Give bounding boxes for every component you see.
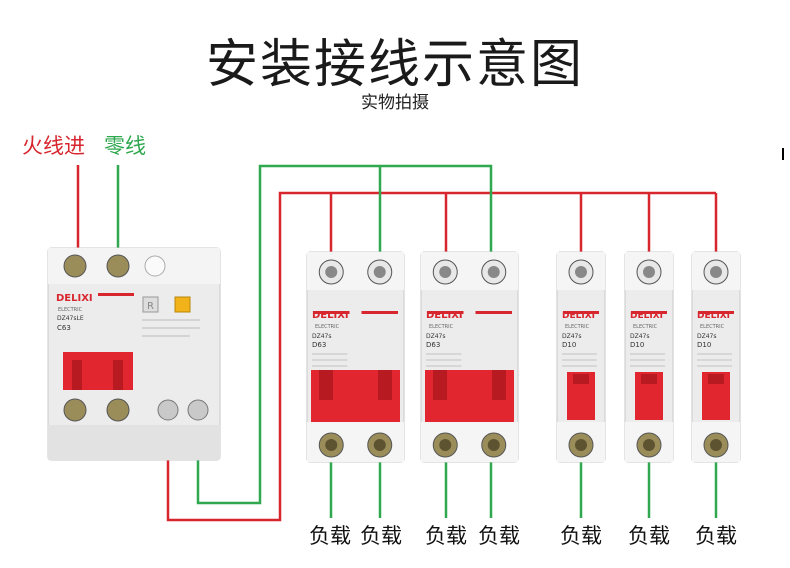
- load-label-6: 负载: [628, 524, 670, 548]
- breaker-brand: DELIXI: [312, 310, 349, 321]
- screw-icon: [106, 254, 130, 278]
- load-label-1: 负载: [309, 524, 351, 548]
- load-label-4: 负载: [478, 524, 520, 548]
- breaker-rating: D10: [562, 341, 576, 349]
- breaker-electric: ELECTRIC: [565, 324, 590, 330]
- screw-icon: [106, 398, 130, 422]
- breaker-electric: ELECTRIC: [700, 324, 725, 330]
- live-bus-wire: [166, 191, 716, 522]
- neutral-wires: [116, 164, 493, 505]
- edge-mark: [782, 148, 784, 160]
- test-button[interactable]: [174, 296, 191, 313]
- load-label-7: 负载: [695, 524, 737, 548]
- page-title: 安装接线示意图: [205, 35, 584, 95]
- live-wires: [76, 165, 718, 522]
- branch-breakers: DELIXIELECTRICDZ47sD63DELIXIELECTRICDZ47…: [306, 251, 741, 463]
- breaker-rating: D63: [312, 341, 326, 349]
- breaker-brand: DELIXI: [697, 311, 730, 321]
- main-breaker-brand: DELIXI: [56, 293, 93, 304]
- breaker-rating: D63: [426, 341, 440, 349]
- breaker-model: DZ47s: [312, 333, 332, 340]
- screw-icon: [63, 254, 87, 278]
- breaker-brand: DELIXI: [426, 310, 463, 321]
- main-breaker: DELIXI ELECTRIC DZ47sLE C63 R: [47, 247, 221, 461]
- screw-icon: [187, 399, 209, 421]
- breaker-electric: ELECTRIC: [633, 324, 658, 330]
- neutral-input-label: 零线: [104, 134, 146, 158]
- breaker-rating: D10: [630, 341, 644, 349]
- breaker-brand: DELIXI: [562, 311, 595, 321]
- load-label-3: 负载: [425, 524, 467, 548]
- port-icon: [144, 255, 166, 277]
- breaker-model: DZ47s: [562, 333, 582, 340]
- breaker-brand: DELIXI: [630, 311, 663, 321]
- load-label-2: 负载: [360, 524, 402, 548]
- breaker-model: DZ47s: [630, 333, 650, 340]
- breaker-rating: D10: [697, 341, 711, 349]
- screw-icon: [157, 399, 179, 421]
- main-breaker-electric: ELECTRIC: [58, 307, 83, 313]
- neutral-bus-wire: [196, 164, 493, 505]
- breaker-electric: ELECTRIC: [429, 324, 454, 330]
- breaker-electric: ELECTRIC: [315, 324, 340, 330]
- load-label-5: 负载: [560, 524, 602, 548]
- page-subtitle: 实物拍摄: [361, 93, 429, 113]
- main-breaker-model: DZ47sLE: [57, 315, 84, 322]
- test-button-label: R: [147, 301, 154, 312]
- screw-icon: [63, 398, 87, 422]
- live-input-label: 火线进: [22, 134, 85, 158]
- breaker-model: DZ47s: [697, 333, 717, 340]
- breaker-model: DZ47s: [426, 333, 446, 340]
- main-breaker-rating: C63: [57, 324, 71, 332]
- output-wires: [329, 462, 718, 518]
